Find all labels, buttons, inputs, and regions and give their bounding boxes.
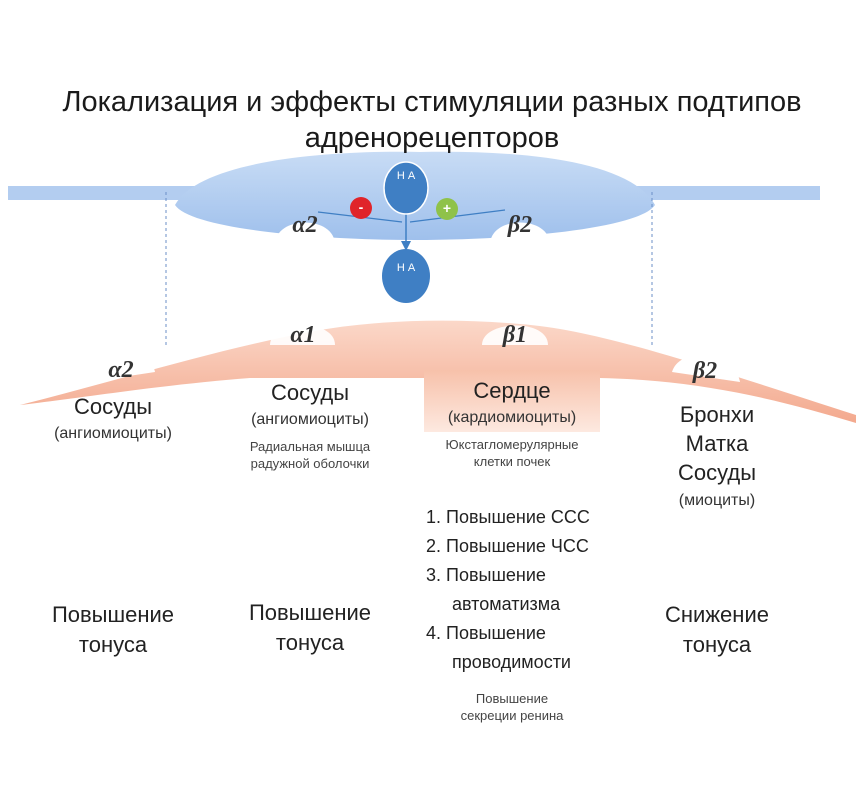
effect-item: автоматизма bbox=[452, 594, 561, 614]
column-beta1-heart: Сердце (кардиомиоциты) Юкстагломерулярны… bbox=[410, 378, 614, 470]
organ-label-3: Сосуды bbox=[677, 460, 757, 485]
mediator-label-bottom: Н А bbox=[396, 262, 416, 274]
receptor-label-beta1: β1 bbox=[502, 322, 528, 348]
cells-label: (миоциты) bbox=[678, 492, 756, 509]
mediator-released bbox=[382, 249, 430, 303]
presynaptic-beta2-notch bbox=[490, 222, 550, 245]
effect-item: 1. Повышение ССС bbox=[426, 507, 590, 527]
plus-sign: + bbox=[442, 200, 452, 216]
heart-highlight bbox=[424, 370, 600, 432]
minus-sign: - bbox=[358, 199, 364, 215]
extrasynaptic-beta2-notch bbox=[672, 355, 740, 382]
mediator-label-top: Н А bbox=[396, 170, 416, 182]
organ-label: Сердце bbox=[473, 378, 551, 403]
effect-item: 2. Повышение ЧСС bbox=[426, 536, 589, 556]
organ-label-1: Бронхи bbox=[679, 402, 755, 427]
effect-col1: Повышение тонуса bbox=[51, 602, 175, 657]
heart-effects-list: 1. Повышение ССС 2. Повышение ЧСС 3. Пов… bbox=[426, 503, 626, 677]
extra-organ: Юкстагломерулярные клетки почек bbox=[445, 437, 579, 469]
effect-item: 4. Повышение bbox=[426, 623, 546, 643]
minus-circle bbox=[350, 197, 372, 219]
release-arrow-head bbox=[401, 241, 411, 251]
page-title: Локализация и эффекты стимуляции разных … bbox=[62, 86, 802, 154]
arrow-to-beta2 bbox=[409, 209, 506, 223]
organ-label-2: Матка bbox=[685, 431, 749, 456]
renin-effect: Повышение секреции ренина bbox=[460, 691, 564, 723]
organ-label: Сосуды bbox=[73, 394, 153, 419]
postsynaptic-beta1-notch bbox=[482, 325, 548, 345]
vesicle-mediator-top bbox=[383, 161, 429, 215]
effect-col4: Снижение тонуса bbox=[665, 602, 769, 657]
presynaptic-alpha2-notch bbox=[275, 222, 335, 245]
receptor-label-presynaptic-beta2: β2 bbox=[507, 212, 533, 238]
plus-circle bbox=[436, 198, 458, 220]
receptor-label-extrasynaptic-beta2: β2 bbox=[692, 358, 718, 384]
column-beta2-smooth-muscle: Бронхи Матка Сосуды (миоциты) bbox=[622, 400, 812, 511]
receptor-label-alpha1: α1 bbox=[290, 322, 316, 348]
cells-label: (ангиомиоциты) bbox=[54, 425, 172, 442]
effect-item: проводимости bbox=[452, 652, 571, 672]
receptor-label-presynaptic-alpha2: α2 bbox=[292, 212, 318, 238]
extrasynaptic-alpha2-notch bbox=[90, 354, 155, 382]
effect-item: 3. Повышение bbox=[426, 565, 546, 585]
extra-organ: Радиальная мышца радужной оболочки bbox=[249, 439, 371, 471]
cells-label: (ангиомиоциты) bbox=[251, 411, 369, 428]
effect-col2: Повышение тонуса bbox=[248, 600, 372, 655]
postsynaptic-alpha1-notch bbox=[270, 325, 335, 345]
cells-label: (кардиомиоциты) bbox=[447, 409, 577, 426]
column-alpha1-vessels: Сосуды (ангиомиоциты) Радиальная мышца р… bbox=[210, 380, 410, 472]
organ-label: Сосуды bbox=[270, 380, 350, 405]
column-alpha2-vessels: Сосуды (ангиомиоциты) bbox=[18, 394, 208, 444]
receptor-label-extrasynaptic-alpha2: α2 bbox=[108, 357, 134, 383]
